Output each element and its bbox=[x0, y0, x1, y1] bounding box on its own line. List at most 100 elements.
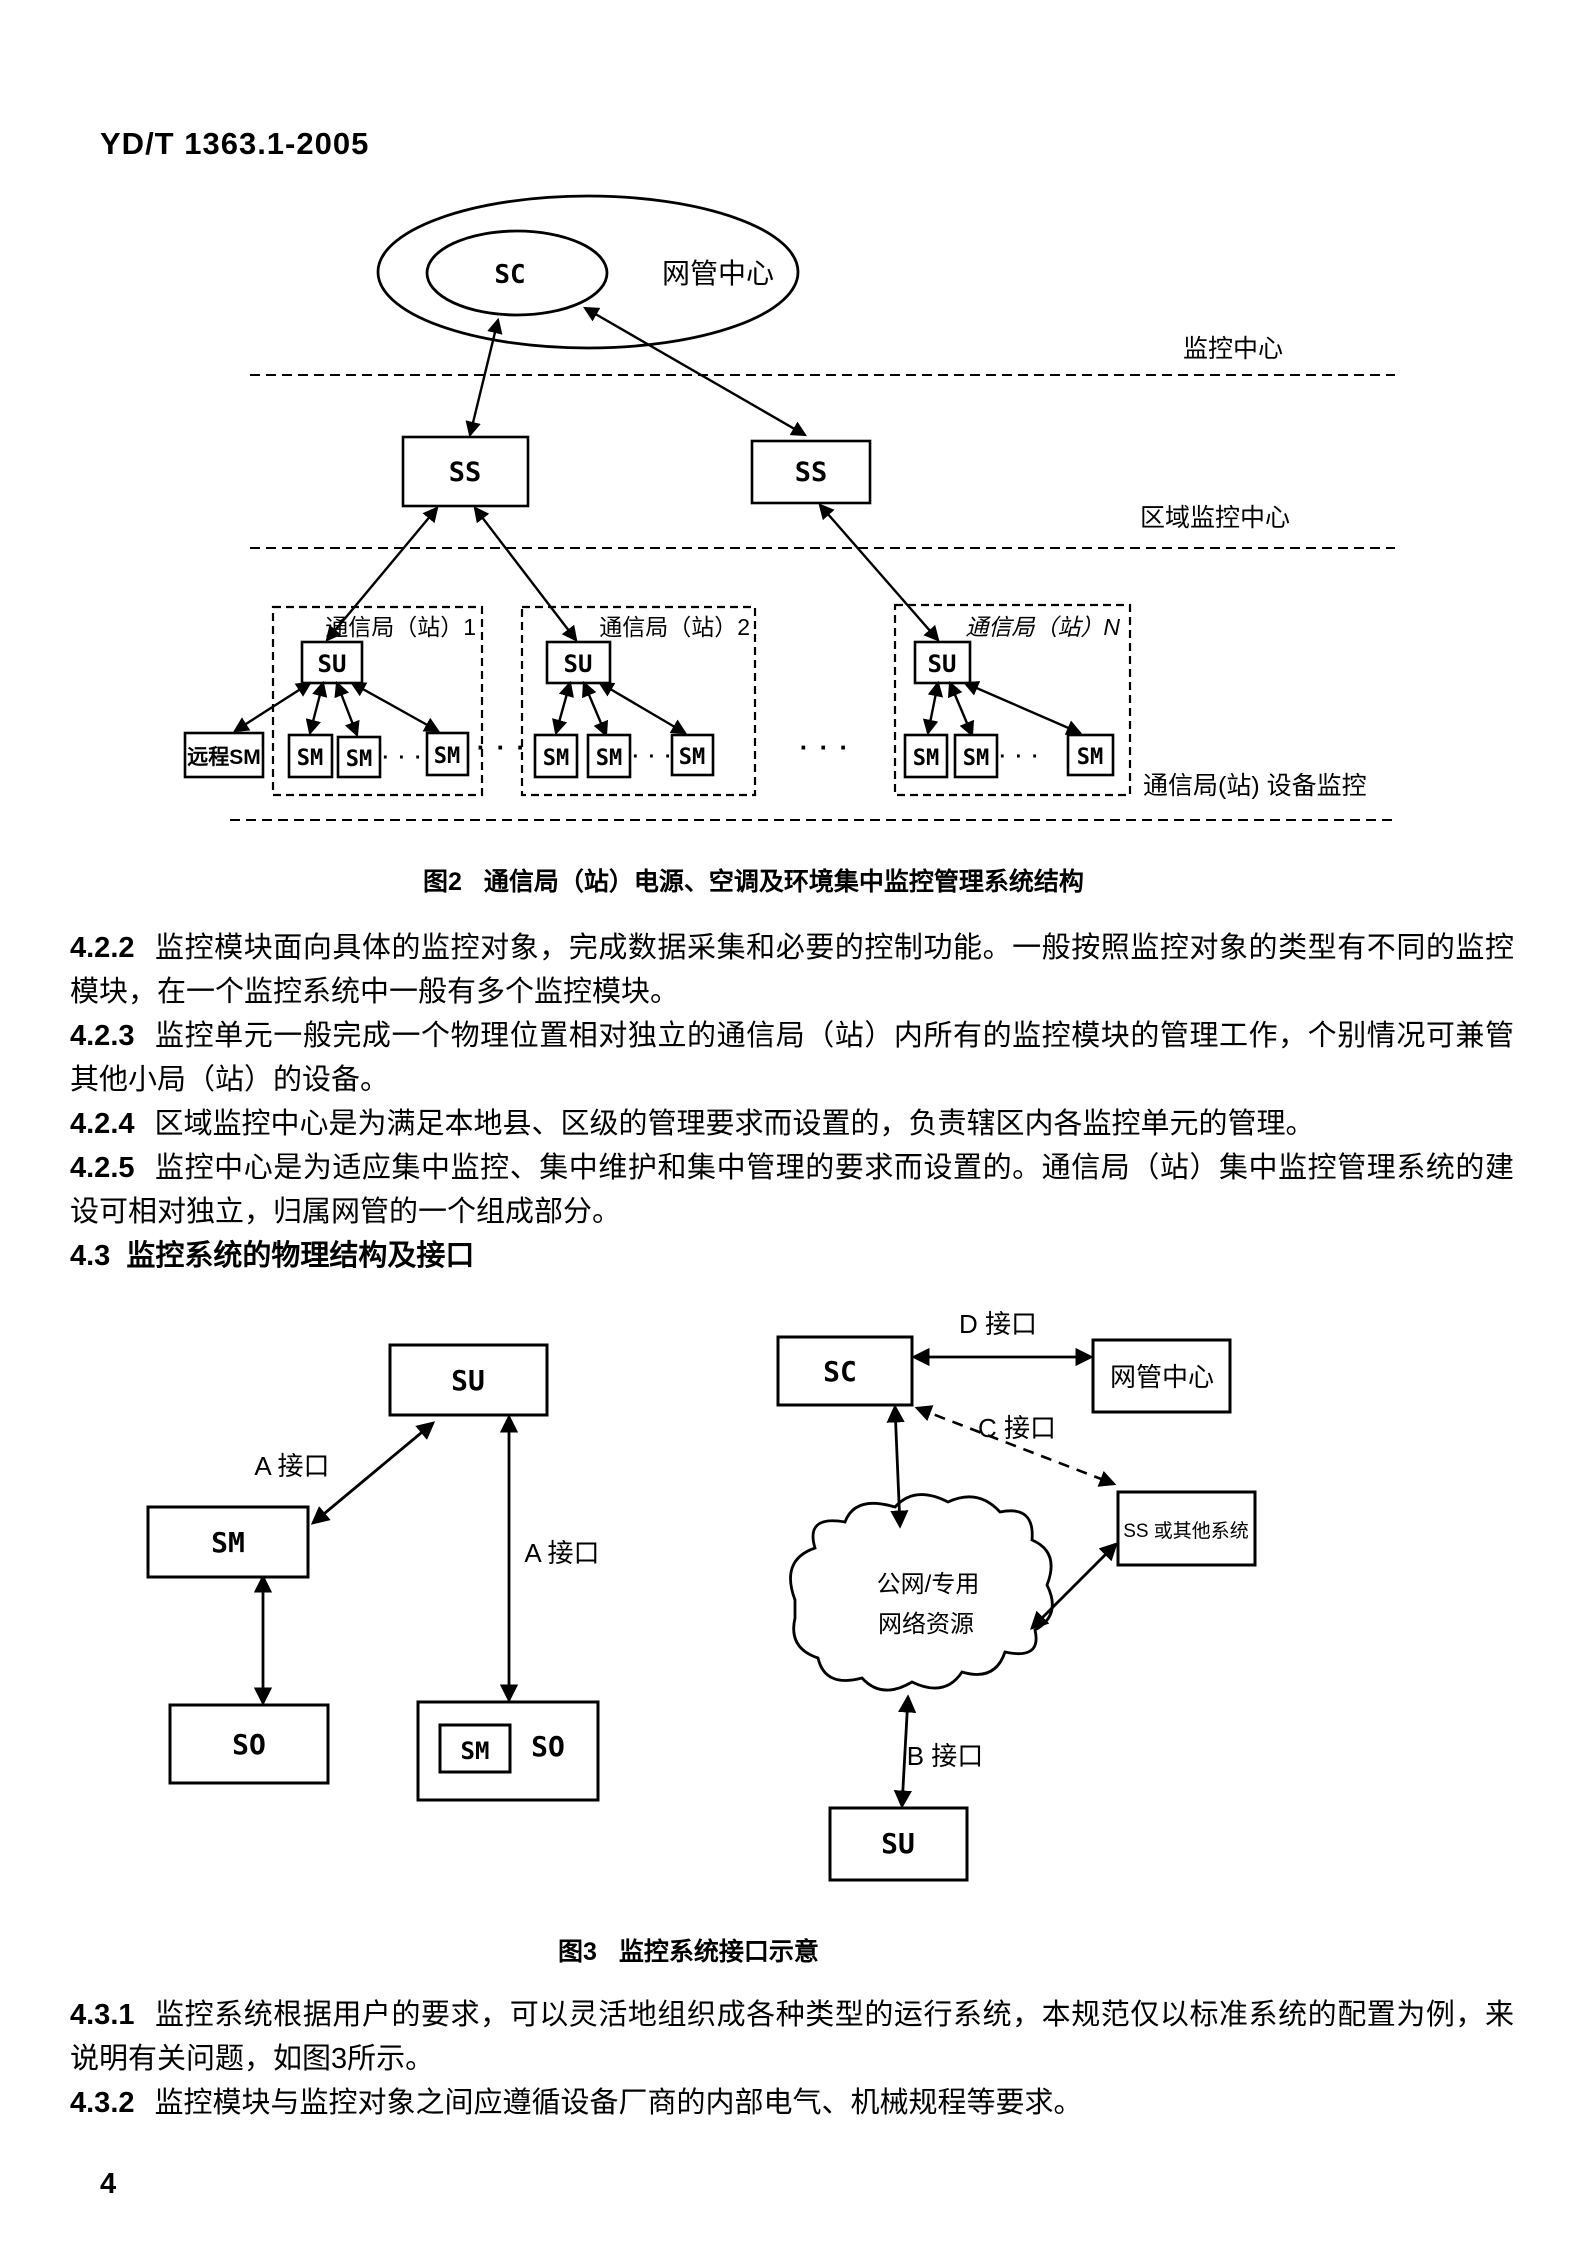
so-label: SO bbox=[531, 1730, 565, 1763]
figure3-caption-number: 图3 bbox=[558, 1938, 597, 1966]
figure3-diagram: SU SM SO SM SO A 接口 A 接口 SC 网管中心 SS 或其他系… bbox=[146, 1309, 1257, 1882]
ss-right-label: SS bbox=[795, 457, 828, 488]
para-4-3-2: 4.3.2 监控模块与监控对象之间应遵循设备厂商的内部电气、机械规程等要求。 bbox=[70, 2081, 1514, 2125]
so-box bbox=[168, 1703, 330, 1785]
station-group-2: 通信局（站）2 SU SM SM · · · SM bbox=[520, 605, 757, 797]
link-ss-su bbox=[325, 503, 940, 642]
remote-sm-label: 远程SM bbox=[187, 746, 261, 769]
station-group-2-label: 通信局（站）2 bbox=[599, 614, 750, 640]
figure2-caption-title: 通信局（站）电源、空调及环境集中监控管理系统结构 bbox=[483, 868, 1084, 896]
para-text: 监控中心是为适应集中监控、集中维护和集中管理的要求而设置的。通信局（站）集中监控… bbox=[70, 1152, 1514, 1228]
sm-label: SM bbox=[434, 744, 461, 769]
group-ellipsis: · · · bbox=[477, 732, 527, 762]
station-group-1-frame bbox=[271, 605, 484, 797]
link-cloud-ss bbox=[1030, 1542, 1118, 1630]
sm-box bbox=[425, 731, 470, 777]
su-box bbox=[388, 1343, 549, 1417]
ss-other-label: SS 或其他系统 bbox=[1123, 1520, 1249, 1542]
para-number: 4.3.1 bbox=[70, 1999, 135, 2031]
standard-number: YD/T 1363.1-2005 bbox=[100, 126, 370, 161]
interface-a-label: A 接口 bbox=[524, 1538, 599, 1568]
su-box bbox=[828, 1806, 969, 1882]
sm-label: SM bbox=[1077, 745, 1104, 770]
interface-d-label: D 接口 bbox=[959, 1309, 1037, 1339]
sm-label: SM bbox=[596, 746, 623, 771]
para-number: 4.3.2 bbox=[70, 2087, 135, 2119]
sc-label: SC bbox=[494, 260, 525, 290]
sm-box bbox=[146, 1505, 310, 1579]
region-label-area-center: 区域监控中心 bbox=[1140, 504, 1290, 532]
station-group-n-label: 通信局（站）N bbox=[965, 614, 1120, 640]
sm-label: SM bbox=[297, 746, 324, 771]
station-group-n-frame bbox=[893, 603, 1132, 797]
sm-ellipsis: · · · bbox=[999, 746, 1040, 768]
sm-label: SM bbox=[211, 1526, 245, 1559]
heading-text: 监控系统的物理结构及接口 bbox=[126, 1240, 475, 1272]
nmc-label: 网管中心 bbox=[1110, 1362, 1214, 1392]
remote-sm-box bbox=[183, 731, 265, 779]
page-number: 4 bbox=[100, 2168, 117, 2200]
group-ellipsis: · · · bbox=[800, 732, 850, 762]
nmc-label: 网管中心 bbox=[662, 258, 774, 289]
sm-box bbox=[586, 733, 632, 779]
sc-inner-ellipse bbox=[425, 229, 609, 317]
interface-a-label: A 接口 bbox=[254, 1451, 329, 1481]
station-group-1: 通信局（站）1 SU SM SM · · · SM bbox=[233, 605, 484, 797]
sm-box bbox=[533, 733, 579, 779]
ss-box-right bbox=[750, 439, 872, 505]
sm-inner-box bbox=[438, 1723, 512, 1774]
ss-other-box bbox=[1116, 1490, 1257, 1567]
nmc-box bbox=[1091, 1338, 1232, 1414]
region-label-monitor-center: 监控中心 bbox=[1183, 335, 1283, 363]
su-label: SU bbox=[564, 650, 593, 678]
su-label: SU bbox=[881, 1827, 915, 1860]
sc-box bbox=[776, 1335, 914, 1407]
link-cloud-su bbox=[893, 1694, 917, 1809]
interface-c-label: C 接口 bbox=[978, 1413, 1056, 1443]
su-box bbox=[545, 640, 612, 685]
sm-ellipsis: · · · bbox=[382, 747, 423, 769]
station-group-2-frame bbox=[520, 605, 757, 797]
para-number: 4.2.2 bbox=[70, 932, 135, 964]
heading-number: 4.3 bbox=[70, 1240, 111, 1272]
su-label: SU bbox=[318, 650, 347, 678]
link-sc-ss bbox=[465, 306, 808, 438]
figure2-caption-number: 图2 bbox=[423, 868, 462, 896]
sm-box bbox=[903, 733, 949, 779]
para-number: 4.2.4 bbox=[70, 1108, 135, 1140]
para-text: 监控系统根据用户的要求，可以灵活地组织成各种类型的运行系统，本规范仅以标准系统的… bbox=[70, 1999, 1514, 2075]
para-text: 监控模块与监控对象之间应遵循设备厂商的内部电气、机械规程等要求。 bbox=[154, 2087, 1083, 2119]
para-number: 4.2.5 bbox=[70, 1152, 135, 1184]
link-sc-ss-dashed bbox=[914, 1405, 1117, 1487]
link-sc-cloud bbox=[886, 1404, 909, 1529]
figure3-caption: 图3 监控系统接口示意 bbox=[558, 1932, 819, 1968]
para-4-2-4: 4.2.4 区域监控中心是为满足本地县、区级的管理要求而设置的，负责辖区内各监控单… bbox=[70, 1102, 1514, 1146]
heading-4-3: 4.3 监控系统的物理结构及接口 bbox=[70, 1234, 1514, 1278]
sm-box bbox=[336, 735, 382, 779]
sm-label: SM bbox=[913, 746, 940, 771]
figure3-caption-title: 监控系统接口示意 bbox=[618, 1938, 819, 1966]
sm-box bbox=[1066, 733, 1115, 777]
para-text: 区域监控中心是为满足本地县、区级的管理要求而设置的，负责辖区内各监控单元的管理。 bbox=[154, 1108, 1315, 1140]
region-label-station-monitor: 通信局(站) 设备监控 bbox=[1143, 772, 1367, 800]
sm-label: SM bbox=[679, 745, 706, 770]
sm-box bbox=[670, 733, 715, 777]
para-number: 4.2.3 bbox=[70, 1020, 135, 1052]
cloud-label-line1: 公网/专用 bbox=[877, 1571, 980, 1598]
link-sm-su bbox=[310, 1421, 436, 1525]
ss-box-left bbox=[401, 435, 530, 508]
station-group-1-label: 通信局（站）1 bbox=[325, 614, 476, 640]
sm-label: SM bbox=[963, 746, 990, 771]
sm-ellipsis: · · · bbox=[632, 746, 673, 768]
sc-label: SC bbox=[823, 1355, 857, 1388]
sm-label: SM bbox=[543, 746, 570, 771]
para-text: 监控单元一般完成一个物理位置相对独立的通信局（站）内所有的监控模块的管理工作，个… bbox=[70, 1020, 1514, 1096]
interface-b-label: B 接口 bbox=[907, 1741, 984, 1771]
